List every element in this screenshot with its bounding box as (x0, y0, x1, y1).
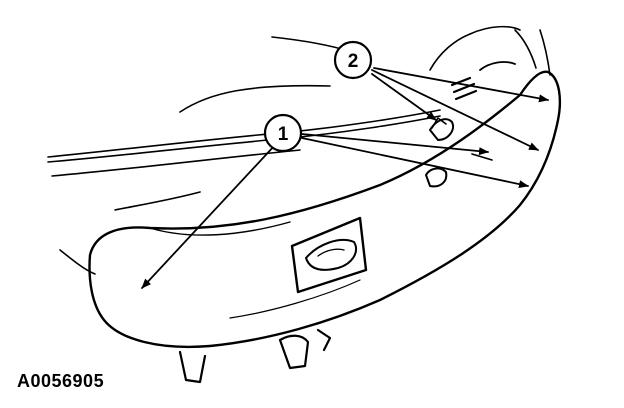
callout-2: 2 (333, 40, 373, 80)
callout-2-circle (333, 40, 373, 80)
callout-2-arrows (371, 67, 549, 151)
callout-1-circle (263, 113, 303, 153)
callout-1-label: 1 (278, 124, 289, 145)
callout-1-arrow-to-front-face (141, 143, 277, 289)
lower-bracket (178, 328, 332, 384)
callout-2-label: 2 (348, 51, 359, 72)
callout-1-arrows (141, 133, 529, 289)
callout-1-arrow-to-rear-edge (301, 137, 529, 189)
callout-1-arrow-to-fastener (301, 133, 489, 156)
callout-2-arrow-to-side-edge (371, 69, 539, 151)
side-shield (88, 70, 562, 349)
shield-switch-window (290, 216, 368, 294)
callout-2-arrow-to-clip (371, 73, 437, 121)
shield-fastener-details (425, 61, 516, 188)
callout-1: 1 (263, 113, 303, 153)
figure-id-label: A0056905 (17, 371, 105, 391)
callout-2-arrow-to-upper-edge (373, 67, 549, 103)
